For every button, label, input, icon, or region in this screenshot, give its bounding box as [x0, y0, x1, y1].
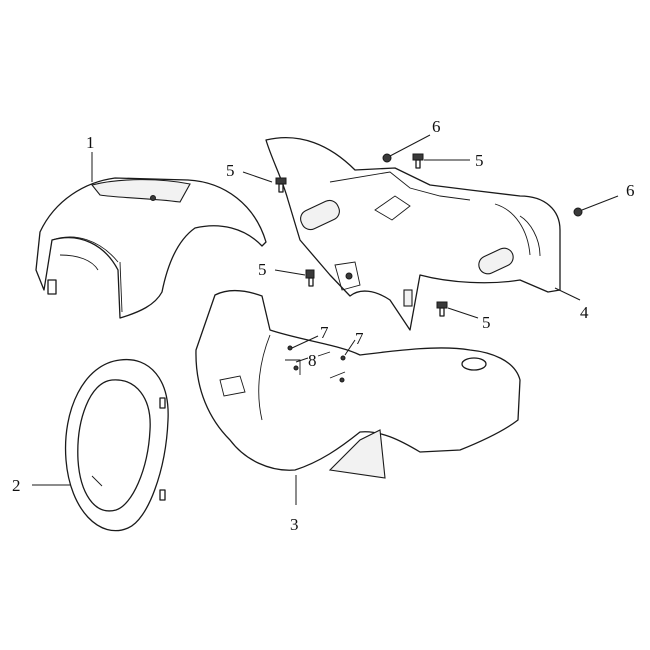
callout-5d: 5 — [482, 313, 491, 332]
screw-5b — [412, 153, 424, 169]
callout-5a: 5 — [226, 161, 235, 180]
callout-4: 4 — [580, 303, 589, 322]
callout-1: 1 — [86, 133, 95, 152]
screw-5d — [436, 301, 448, 317]
callout-2: 2 — [12, 476, 21, 495]
screw-6b — [573, 207, 583, 217]
callout-5c: 5 — [258, 260, 267, 279]
part-2-headlight-ring — [64, 358, 169, 532]
callout-5b: 5 — [475, 151, 484, 170]
clip-7a — [287, 345, 293, 351]
callout-6a: 6 — [432, 117, 441, 136]
part-1-front-upper-cover — [35, 177, 267, 319]
screw-5c — [305, 269, 315, 287]
callout-7a: 7 — [320, 323, 329, 342]
leader-lines — [32, 134, 619, 505]
part-4-upper-handlebar-cover — [265, 137, 561, 331]
clip-7b — [340, 355, 346, 361]
part-3-lower-handlebar-cover — [195, 289, 521, 479]
screw-5a — [275, 177, 287, 193]
callout-8: 8 — [308, 351, 317, 370]
callout-6b: 6 — [626, 181, 635, 200]
callout-7b: 7 — [355, 329, 364, 348]
callout-3: 3 — [290, 515, 299, 534]
screw-6a — [382, 153, 392, 163]
